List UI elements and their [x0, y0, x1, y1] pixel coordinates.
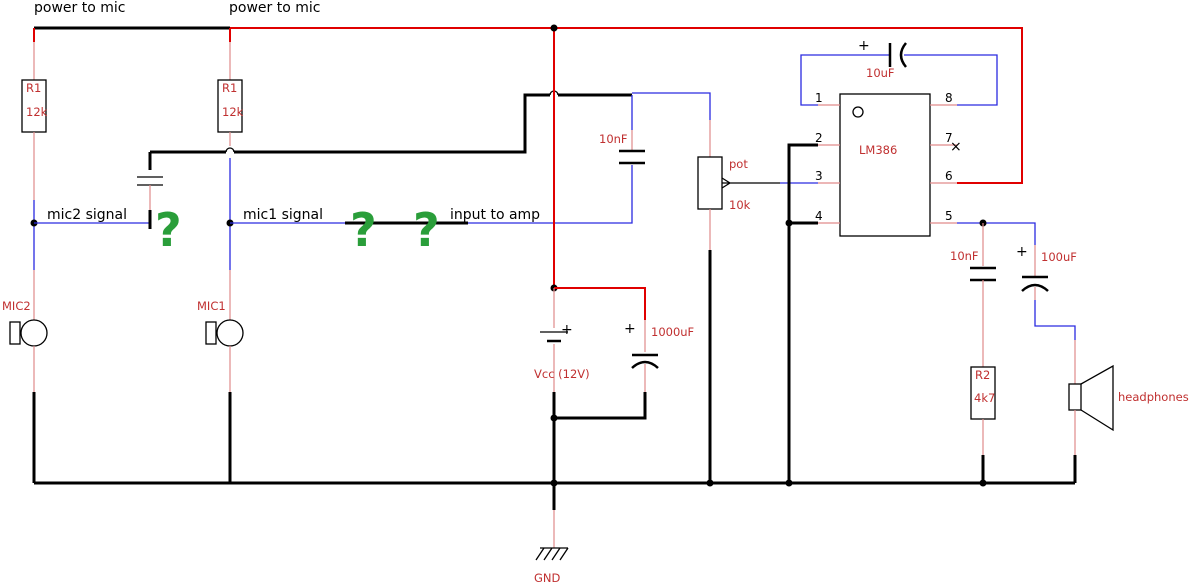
pot-name: pot [729, 157, 748, 171]
ic-pin8-label: 8 [945, 91, 953, 105]
mic2-label: MIC2 [2, 299, 31, 313]
mic1-signal-label: mic1 signal [243, 207, 323, 223]
output-wire [957, 222, 1036, 245]
ic-pin6-label: 6 [945, 169, 953, 183]
mic1-label: MIC1 [197, 299, 226, 313]
headphones-cone [1080, 364, 1114, 432]
gnd-symbol [535, 547, 569, 561]
cap-100uf-plus: + [1016, 244, 1028, 260]
junction-gnd-ic [785, 479, 793, 487]
cap-1000uf-plate-curved [631, 360, 659, 369]
gain-cap-plus: + [858, 38, 870, 54]
junction-ic-pin4 [785, 219, 793, 227]
crossover-hop [225, 147, 235, 153]
vcc-plus: + [561, 322, 573, 338]
pot-body [697, 156, 723, 210]
gain-cap-plate-curved [899, 42, 907, 68]
mic2-plate [9, 321, 21, 345]
junction-vcc-top [550, 24, 558, 32]
input-to-amp-label: input to amp [450, 207, 540, 223]
lm386-pin1-marker [852, 106, 864, 118]
headphones-wire-top [1034, 300, 1076, 340]
headphones-body [1068, 383, 1082, 411]
r1-right-value: 12k [222, 105, 244, 119]
ic-pin3-label: 3 [815, 169, 823, 183]
cap-1000uf-label: 1000uF [651, 325, 694, 339]
vcc-to-1000uf-wire [554, 287, 646, 320]
r2-name: R2 [975, 368, 990, 382]
power-to-mic-left-label: power to mic [34, 0, 125, 16]
pot-value: 10k [729, 198, 751, 212]
mic1-body [216, 319, 244, 347]
r2-value: 4k7 [974, 391, 995, 405]
cap-10nf-out-label: 10nF [950, 249, 979, 263]
gain-cap-wire [800, 54, 998, 106]
power-to-mic-right-label: power to mic [229, 0, 320, 16]
question-mark-input: ? [413, 203, 440, 257]
r1-right-name: R1 [222, 81, 237, 95]
gnd-label: GND [534, 571, 561, 585]
ic-pin4-label: 4 [815, 209, 823, 223]
r1-left-name: R1 [26, 81, 41, 95]
cap-1000uf-plus: + [624, 321, 636, 337]
gain-cap-label: 10uF [866, 66, 895, 80]
ic-pin1-label: 1 [815, 91, 823, 105]
headphones-label: headphones [1118, 390, 1189, 404]
ic-pin7-no-connect: × [950, 139, 962, 155]
input-to-cap-wire [468, 165, 633, 224]
pot-top-wire [632, 92, 711, 120]
cap-100uf-label: 100uF [1041, 250, 1077, 264]
ic-pin7-label: 7 [945, 131, 953, 145]
r1-left-value: 12k [26, 105, 48, 119]
question-mark-mic2: ? [155, 203, 182, 257]
junction-gnd-pot [706, 479, 714, 487]
lm386-body [839, 93, 931, 237]
cap-1000uf-ground-wire [554, 392, 647, 420]
question-mark-mic1: ? [350, 203, 377, 257]
lm386-label: LM386 [859, 143, 897, 157]
mic2-body [20, 319, 48, 347]
ic-ground-bus [787, 143, 818, 483]
mic1-plate [205, 321, 217, 345]
ic-pin2-label: 2 [815, 131, 823, 145]
cap-100uf-plate-curved [1021, 283, 1049, 292]
mix-wire-to-top [234, 93, 550, 154]
pot-wiper-arrow [721, 177, 780, 189]
ic-pin5-label: 5 [945, 209, 953, 223]
cap-10nf-in-label: 10nF [599, 132, 628, 146]
junction-gnd-r2 [979, 479, 987, 487]
mic2-signal-label: mic2 signal [47, 207, 127, 223]
power-rail-red [230, 27, 1023, 184]
vcc-label: Vcc (12V) [534, 367, 590, 381]
